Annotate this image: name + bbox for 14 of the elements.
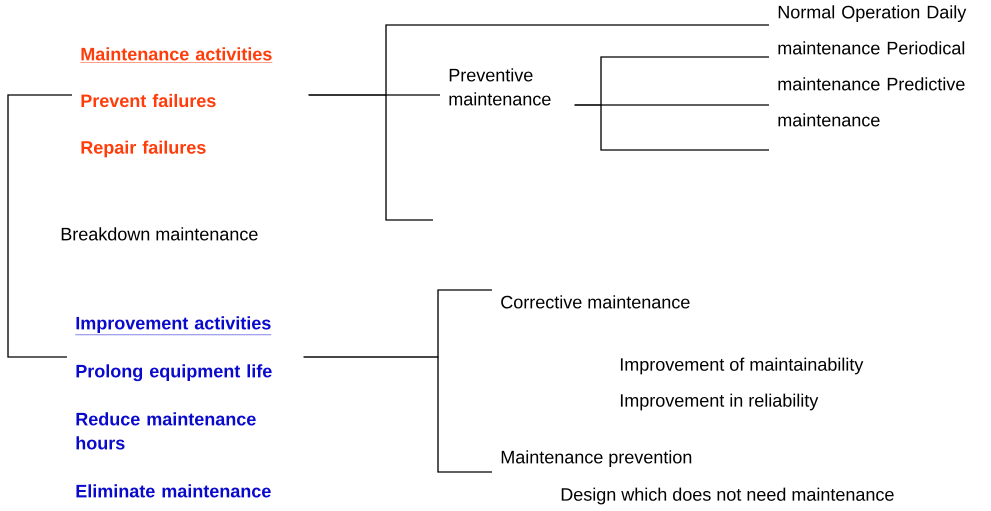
item-text: Normal Operation Daily maintenance Periodical maintenance Predictive maintenance <box>778 5 966 126</box>
bracket-line <box>574 104 769 151</box>
item-text: Improvement in reliability <box>620 394 818 410</box>
heading-text: Maintenance activities Prevent failures Repair failures <box>80 47 273 158</box>
item-text: Breakdown maintenance <box>62 227 258 240</box>
item-text: Corrective maintenance <box>501 295 690 308</box>
bracket-line <box>7 94 72 358</box>
heading-text: Improvement activities Prolong equipment life Reduce maintenance hours Eliminate maintenance <box>75 316 272 498</box>
item-text: Design which does not need maintenance <box>562 488 894 504</box>
item-text: Improvement of maintainability <box>620 358 864 374</box>
item-text: Maintenance prevention <box>502 450 692 468</box>
item-text: Preventive maintenance <box>449 68 551 106</box>
bracket-line <box>304 356 492 473</box>
bracket-line <box>308 94 433 221</box>
